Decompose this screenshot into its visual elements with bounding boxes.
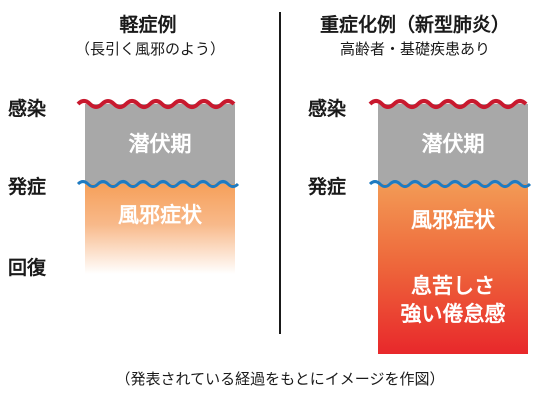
severe-incubation-label: 潜伏期	[421, 131, 485, 156]
mild-onset-wave-path	[76, 180, 240, 188]
severe-onset-wave	[368, 180, 532, 188]
mild-symptoms-label: 風邪症状	[118, 202, 202, 227]
stage-label-infection-right: 感染	[308, 98, 347, 120]
column-divider	[279, 12, 281, 334]
severe-incubation-block: 潜伏期	[378, 104, 528, 184]
severe-fatigue-label: 強い倦怠感	[400, 302, 506, 326]
mild-symptoms-block: 風邪症状	[85, 184, 235, 274]
mild-infection-wave	[76, 99, 236, 109]
stage-label-recovery: 回復	[8, 257, 47, 279]
severe-case-subtitle: 高齢者・基礎疾患あり	[339, 40, 490, 58]
footnote: （発表されている経過をもとにイメージを作図）	[115, 370, 445, 388]
stage-label-onset: 発症	[8, 176, 47, 198]
severe-infection-wave-path	[368, 99, 528, 109]
severe-onset-wave-path	[368, 180, 532, 188]
mild-incubation-label: 潜伏期	[128, 131, 192, 156]
mild-case-title: 軽症例	[119, 14, 177, 36]
mild-incubation-block: 潜伏期	[85, 104, 235, 184]
stage-label-infection: 感染	[8, 98, 47, 120]
severe-symptoms-block: 風邪症状 息苦しさ 強い倦怠感	[378, 184, 528, 354]
mild-case-subtitle: （長引く風邪のよう）	[74, 40, 225, 58]
severe-dyspnea-label: 息苦しさ	[411, 274, 495, 298]
mild-infection-wave-path	[76, 99, 236, 109]
severe-symptoms-label: 風邪症状	[411, 208, 495, 232]
severe-case-title: 重症化例（新型肺炎）	[319, 14, 510, 36]
mild-onset-wave	[76, 180, 240, 188]
severe-infection-wave	[368, 99, 528, 109]
stage-label-onset-right: 発症	[308, 176, 347, 198]
